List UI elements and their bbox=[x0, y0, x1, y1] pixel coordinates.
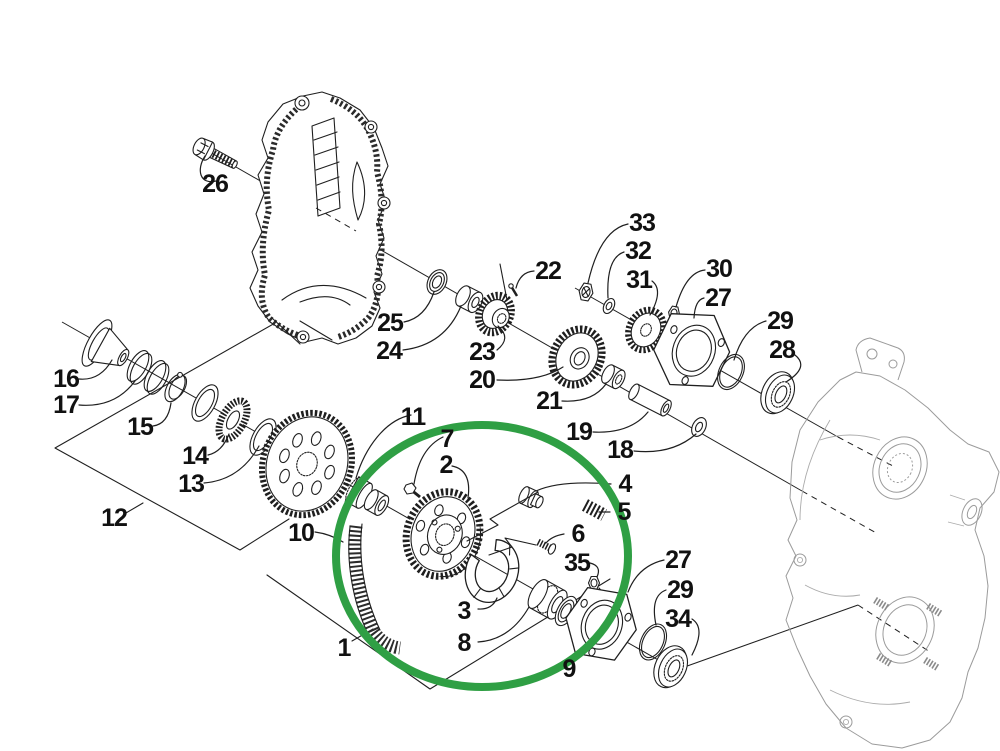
snap-ring-29-top bbox=[717, 353, 745, 391]
cover-bolt-holes bbox=[294, 95, 391, 344]
label-33: 33 bbox=[629, 209, 655, 237]
small-bolt-7 bbox=[403, 482, 421, 499]
label-28: 28 bbox=[769, 336, 796, 364]
highlight-circle bbox=[332, 421, 632, 691]
spur-gear-20 bbox=[548, 325, 606, 389]
hex-nut-35 bbox=[587, 575, 607, 597]
chaincase-cover bbox=[249, 91, 391, 345]
gear-holes bbox=[415, 504, 471, 564]
bevel-gear-23 bbox=[475, 291, 515, 337]
part-number-labels: 1 2 3 4 5 6 7 8 9 10 11 12 13 14 15 16 1… bbox=[53, 170, 797, 683]
washer-32 bbox=[602, 297, 616, 315]
shaft-19 bbox=[628, 383, 672, 417]
install-line-6 bbox=[488, 537, 537, 556]
fixed-gear-2 bbox=[402, 488, 484, 580]
cotter-pin-22 bbox=[499, 263, 519, 301]
label-27-top: 27 bbox=[705, 284, 731, 312]
washer-13-left bbox=[191, 384, 219, 422]
sprocket-holes bbox=[279, 431, 335, 497]
leader-lines bbox=[78, 155, 802, 663]
label-14: 14 bbox=[182, 442, 209, 470]
chaincase-housing bbox=[785, 337, 1000, 749]
washer-18 bbox=[691, 417, 707, 437]
label-29-top: 29 bbox=[767, 307, 793, 335]
label-17: 17 bbox=[53, 391, 79, 419]
label-31: 31 bbox=[626, 266, 653, 294]
label-16: 16 bbox=[53, 365, 79, 393]
label-18: 18 bbox=[607, 436, 634, 464]
label-22: 22 bbox=[535, 257, 561, 285]
label-4: 4 bbox=[619, 470, 633, 498]
spur-gear-31 bbox=[625, 306, 667, 354]
label-21: 21 bbox=[536, 387, 563, 415]
label-27-bottom: 27 bbox=[665, 546, 691, 574]
label-20: 20 bbox=[469, 366, 495, 394]
bearing-flange-27-top bbox=[653, 313, 731, 387]
roller-cam-cup-16 bbox=[81, 319, 130, 367]
label-30: 30 bbox=[706, 255, 732, 283]
needle-bearing-8 bbox=[527, 579, 568, 620]
ratchet-cam-3 bbox=[464, 539, 520, 603]
spacer-21 bbox=[601, 364, 626, 390]
label-5: 5 bbox=[618, 498, 632, 526]
install-line-4-5 bbox=[466, 491, 539, 542]
label-7: 7 bbox=[441, 425, 454, 453]
label-26: 26 bbox=[202, 170, 228, 198]
circlip-15 bbox=[164, 371, 188, 403]
cam-disc-14 bbox=[215, 397, 251, 443]
drive-sprocket bbox=[258, 409, 356, 519]
washer-25 bbox=[426, 269, 448, 295]
label-3: 3 bbox=[458, 597, 471, 625]
label-1: 1 bbox=[338, 634, 352, 662]
label-8: 8 bbox=[458, 629, 472, 657]
set-screw-6 bbox=[536, 538, 557, 555]
label-23: 23 bbox=[469, 338, 495, 366]
label-12: 12 bbox=[101, 504, 127, 532]
label-24: 24 bbox=[376, 337, 403, 365]
label-34: 34 bbox=[665, 605, 692, 633]
label-19: 19 bbox=[566, 418, 592, 446]
fitting-4 bbox=[518, 486, 544, 509]
flange-bolt-26 bbox=[192, 137, 238, 169]
label-10: 10 bbox=[288, 519, 314, 547]
label-13: 13 bbox=[178, 470, 204, 498]
silent-chain-10 bbox=[348, 523, 402, 655]
label-11: 11 bbox=[401, 403, 427, 431]
label-6: 6 bbox=[572, 520, 585, 548]
label-32: 32 bbox=[625, 237, 651, 265]
label-25: 25 bbox=[377, 309, 404, 337]
label-29-bottom: 29 bbox=[667, 576, 693, 604]
hex-nut-33 bbox=[578, 282, 594, 302]
spring-5 bbox=[581, 499, 608, 521]
bearing-28 bbox=[760, 371, 796, 415]
label-35: 35 bbox=[564, 549, 591, 577]
bearing-34 bbox=[653, 645, 689, 689]
group-bracket-12 bbox=[54, 309, 299, 551]
bushing-24 bbox=[455, 285, 484, 314]
snap-ring-29-bottom bbox=[638, 623, 668, 661]
label-15: 15 bbox=[127, 413, 154, 441]
label-9: 9 bbox=[563, 655, 576, 683]
label-2: 2 bbox=[440, 451, 453, 479]
